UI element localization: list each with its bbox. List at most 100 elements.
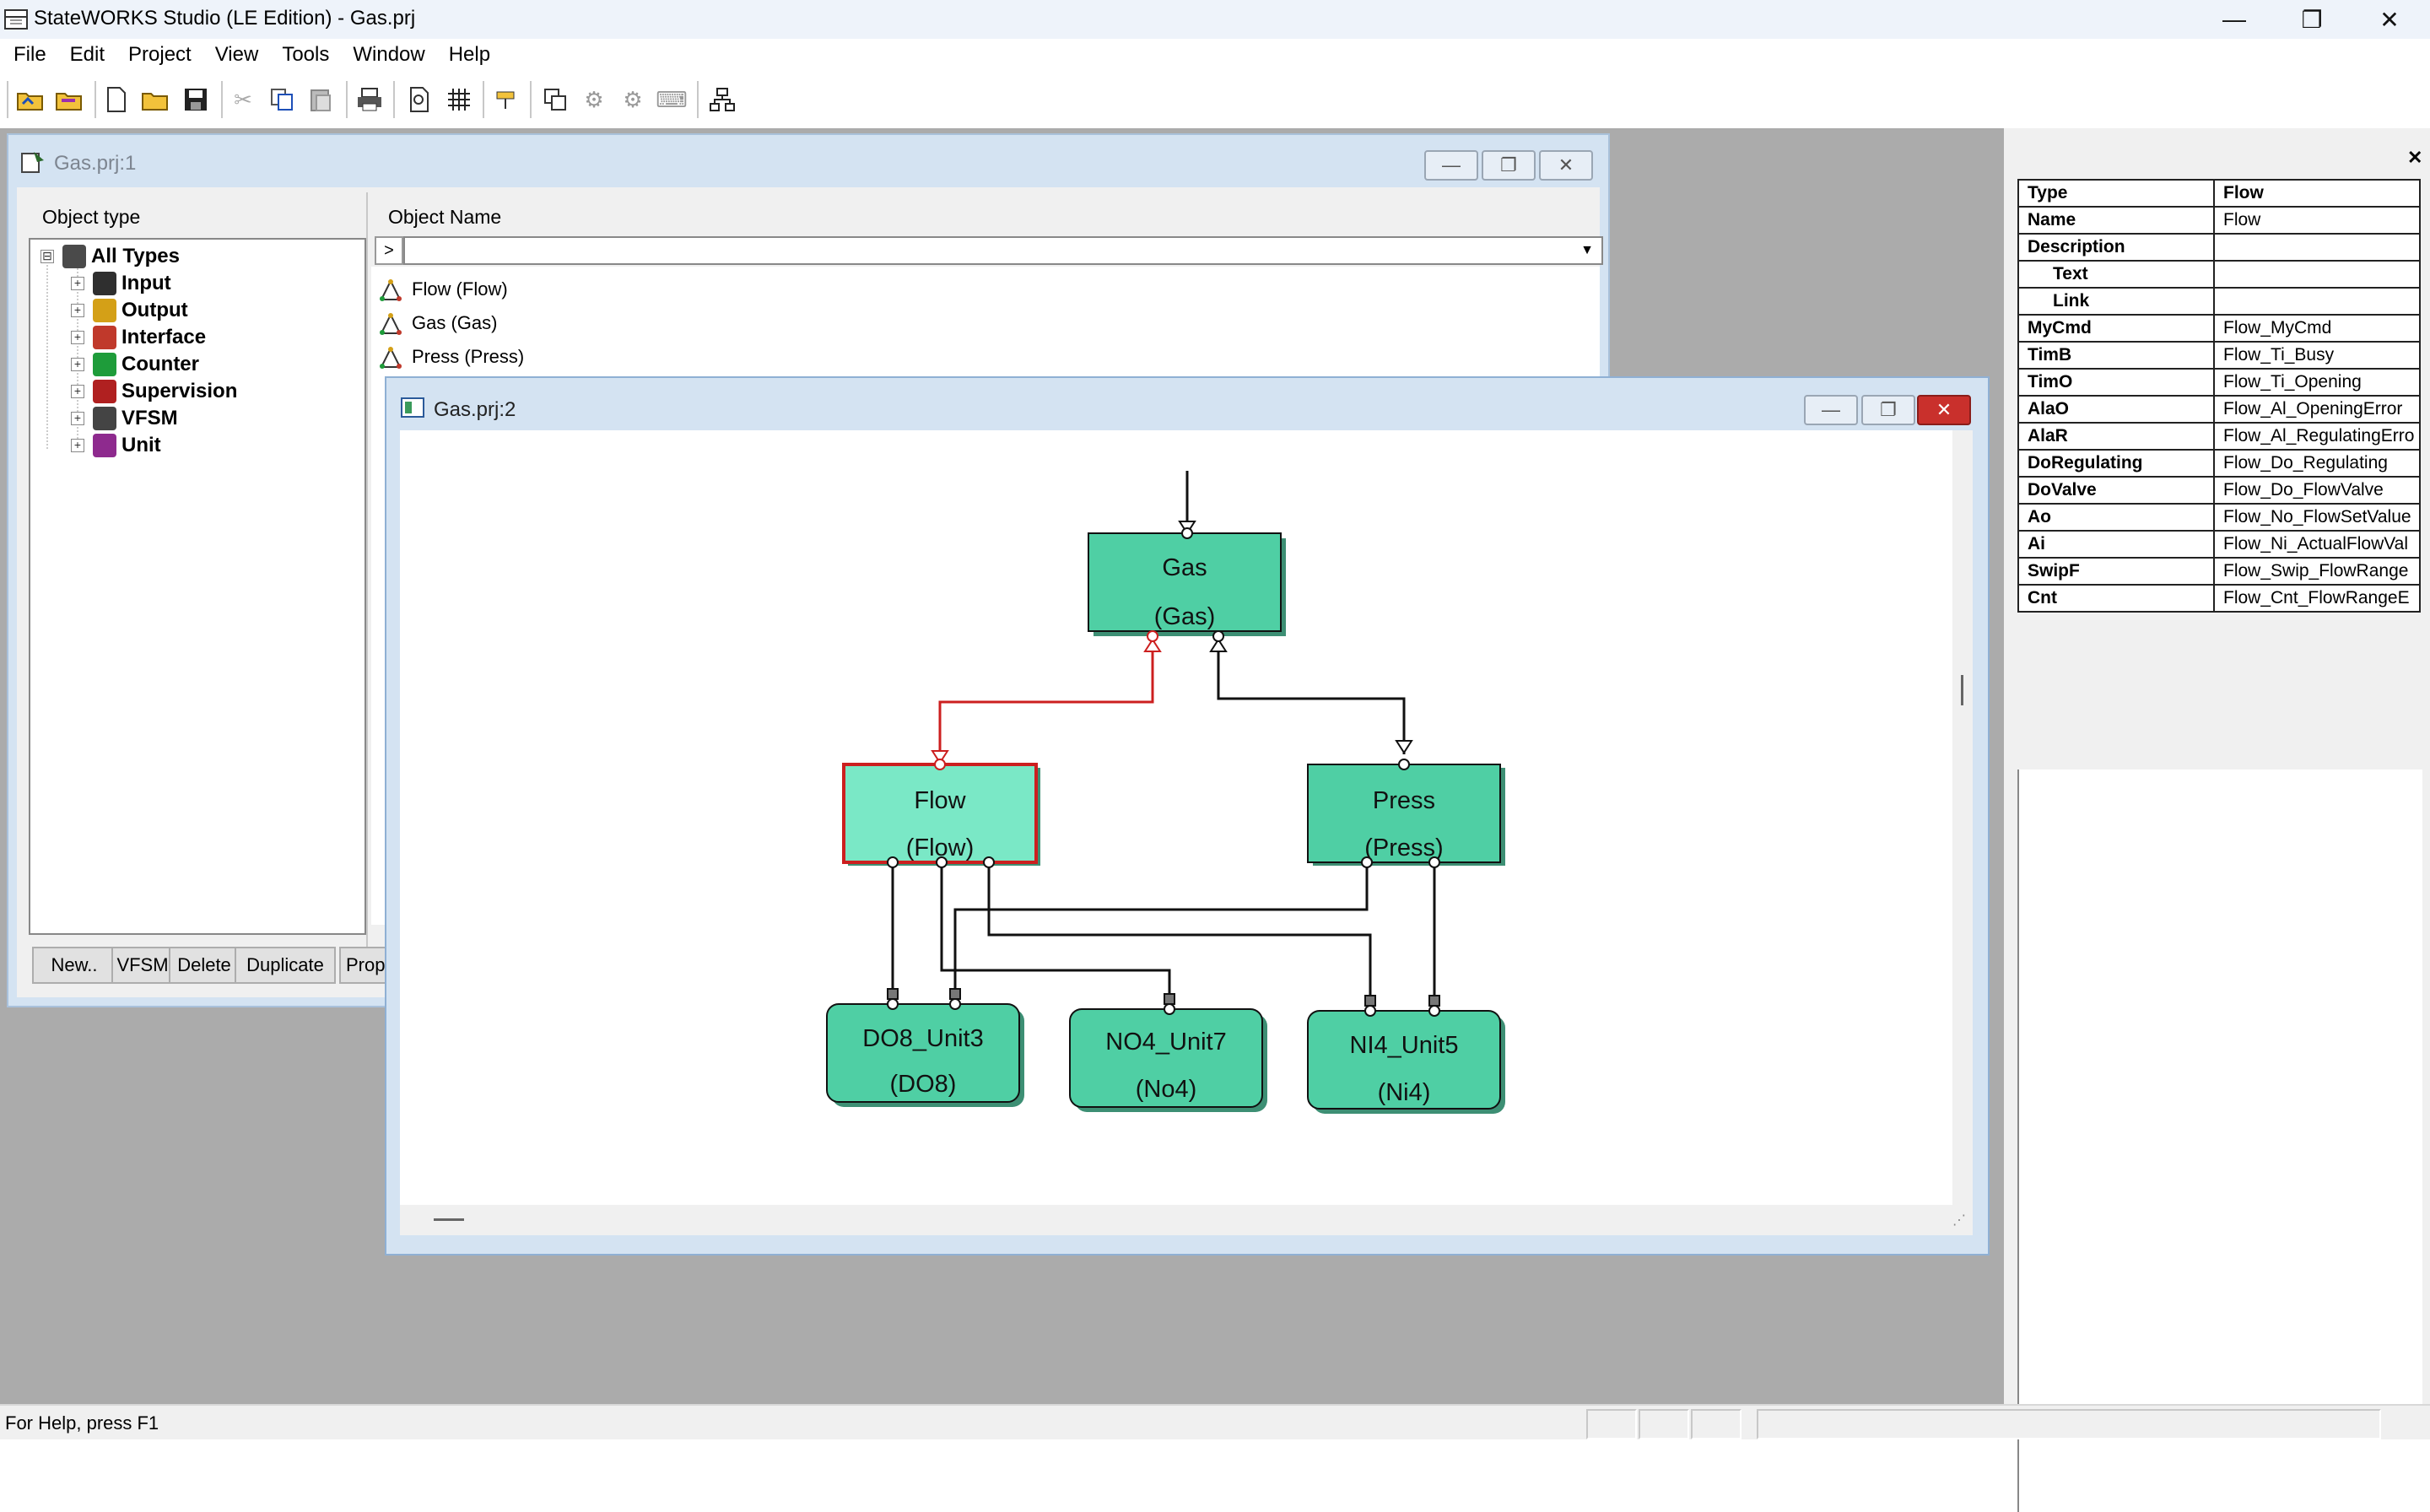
object-list-item[interactable]: Press (Press) <box>378 343 524 371</box>
tile-c-icon[interactable]: ⌨ <box>656 86 688 112</box>
expand-icon[interactable]: + <box>71 412 84 425</box>
property-value[interactable] <box>2213 233 2421 262</box>
property-value[interactable]: Flow_Al_RegulatingErro <box>2213 422 2421 451</box>
tree-item-all-types[interactable]: ⊟All Types <box>40 243 180 270</box>
expand-icon[interactable]: + <box>71 385 84 398</box>
property-value[interactable]: Flow_Cnt_FlowRangeE <box>2213 584 2421 613</box>
cascade-icon[interactable] <box>540 84 570 115</box>
menu-window[interactable]: Window <box>353 43 425 66</box>
ni4-unit-node[interactable]: NI4_Unit5 (Ni4) <box>1307 1010 1505 1114</box>
property-value[interactable] <box>2213 260 2421 289</box>
find-icon[interactable] <box>491 84 521 115</box>
resize-grip-icon[interactable]: ⋰ <box>1952 1213 1966 1228</box>
win2-close-button[interactable]: ✕ <box>1917 395 1971 425</box>
property-row[interactable]: Text <box>2017 260 2421 289</box>
object-list-item[interactable]: Gas (Gas) <box>378 309 497 338</box>
property-value[interactable]: Flow <box>2213 206 2421 235</box>
expand-icon[interactable]: + <box>71 277 84 290</box>
close-button[interactable]: ✕ <box>2379 6 2400 33</box>
open-project-alt-icon[interactable] <box>54 84 84 115</box>
property-value[interactable]: Flow_No_FlowSetValue <box>2213 503 2421 532</box>
properties-close-icon[interactable]: ✕ <box>2407 147 2423 168</box>
new-file-icon[interactable] <box>101 84 132 115</box>
win2-restore-button[interactable]: ❐ <box>1861 395 1915 425</box>
property-row[interactable]: Description <box>2017 233 2421 262</box>
no4-unit-node[interactable]: NO4_Unit7 (No4) <box>1069 1008 1267 1112</box>
scroll-thumb[interactable] <box>1961 675 1963 705</box>
copy-icon[interactable] <box>267 84 297 115</box>
object-type-tree[interactable]: ⊟All Types+Input+Output+Interface+Counte… <box>29 238 366 935</box>
property-value[interactable]: Flow_MyCmd <box>2213 314 2421 343</box>
state-diagram[interactable]: Gas (Gas) Flow (Flow) Press (Press) <box>400 430 1952 1205</box>
delete-button[interactable]: Delete <box>169 947 240 984</box>
tile-b-icon[interactable]: ⚙ <box>623 86 643 112</box>
property-value[interactable]: Flow_Ti_Opening <box>2213 368 2421 397</box>
minimize-button[interactable]: — <box>2222 6 2246 32</box>
menu-file[interactable]: File <box>14 43 46 66</box>
win2-minimize-button[interactable]: — <box>1804 395 1858 425</box>
scroll-thumb[interactable] <box>434 1218 464 1221</box>
menu-help[interactable]: Help <box>448 43 491 66</box>
state-diagram-canvas[interactable]: Gas (Gas) Flow (Flow) Press (Press) <box>400 430 1952 1205</box>
object-list-item[interactable]: Flow (Flow) <box>378 275 508 304</box>
expand-icon[interactable]: + <box>71 439 84 452</box>
property-value[interactable]: Flow_Ti_Busy <box>2213 341 2421 370</box>
save-icon[interactable] <box>181 84 211 115</box>
expand-icon[interactable]: + <box>71 331 84 344</box>
open-project-icon[interactable] <box>15 84 46 115</box>
do8-unit-node[interactable]: DO8_Unit3 (DO8) <box>826 1003 1024 1107</box>
gas-node[interactable]: Gas (Gas) <box>1088 532 1286 636</box>
diagram-vertical-scrollbar[interactable] <box>1952 430 1973 1205</box>
cut-icon[interactable]: ✂ <box>234 86 252 112</box>
paste-icon[interactable] <box>305 84 336 115</box>
diagram-horizontal-scrollbar[interactable]: ⋰ <box>400 1205 1973 1235</box>
flow-gas-selected-connection[interactable] <box>938 640 1154 764</box>
property-value[interactable]: Flow_Do_Regulating <box>2213 449 2421 478</box>
menu-edit[interactable]: Edit <box>69 43 105 66</box>
hierarchy-icon[interactable] <box>707 84 737 115</box>
win1-restore-button[interactable]: ❐ <box>1482 150 1536 181</box>
expand-icon[interactable]: + <box>71 304 84 317</box>
menu-tools[interactable]: Tools <box>282 43 330 66</box>
property-value[interactable] <box>2213 287 2421 316</box>
menu-view[interactable]: View <box>214 43 259 66</box>
win1-minimize-button[interactable]: — <box>1424 150 1478 181</box>
dropdown-arrow-icon[interactable]: ▼ <box>1580 243 1594 257</box>
tile-a-icon[interactable]: ⚙ <box>584 86 604 112</box>
tree-item-vfsm[interactable]: +VFSM <box>71 405 178 432</box>
tree-item-input[interactable]: +Input <box>71 270 171 297</box>
property-value[interactable]: Flow_Do_FlowValve <box>2213 476 2421 505</box>
tree-item-counter[interactable]: +Counter <box>71 351 199 378</box>
tree-item-supervision[interactable]: +Supervision <box>71 378 237 405</box>
vfsm-button[interactable]: VFSM <box>111 947 174 984</box>
collapse-icon[interactable]: ⊟ <box>40 250 54 263</box>
print-icon[interactable] <box>354 84 385 115</box>
property-value[interactable]: Flow_Swip_FlowRange <box>2213 557 2421 586</box>
press-node[interactable]: Press (Press) <box>1307 764 1505 866</box>
print-preview-icon[interactable] <box>405 84 435 115</box>
new-button[interactable]: New.. <box>32 947 116 984</box>
property-value[interactable]: Flow_Al_OpeningError <box>2213 395 2421 424</box>
expand-icon[interactable]: + <box>71 358 84 371</box>
flow-node[interactable]: Flow (Flow) <box>842 763 1040 866</box>
tree-item-interface[interactable]: +Interface <box>71 324 206 351</box>
tree-item-output[interactable]: +Output <box>71 297 188 324</box>
object-filter-select[interactable]: ▼ <box>403 236 1603 265</box>
tree-item-unit[interactable]: +Unit <box>71 432 161 459</box>
open-folder-icon[interactable] <box>140 84 170 115</box>
grid-icon[interactable] <box>444 84 474 115</box>
property-value[interactable]: Flow_Ni_ActualFlowVal <box>2213 530 2421 559</box>
win1-close-button[interactable]: ✕ <box>1539 150 1593 181</box>
duplicate-button[interactable]: Duplicate <box>235 947 336 984</box>
